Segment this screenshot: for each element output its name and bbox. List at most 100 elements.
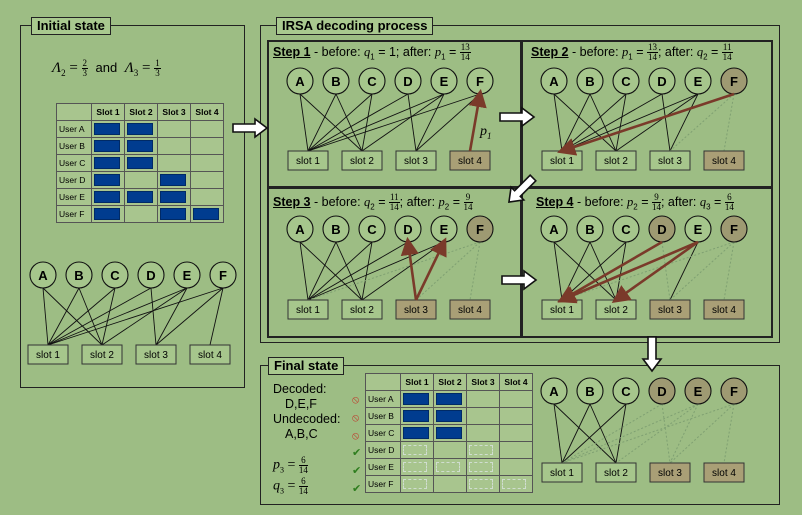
graph-edge — [299, 241, 363, 301]
graph-edge — [469, 241, 481, 301]
user-node-label: C — [621, 222, 631, 237]
graph-edge — [299, 241, 309, 301]
user-node-label: B — [74, 268, 83, 283]
graph-edge — [361, 241, 373, 301]
flow-arrow-right-icon — [232, 117, 269, 139]
graph-edge — [615, 403, 699, 464]
user-node-label: E — [183, 268, 192, 283]
graph-edge — [47, 287, 188, 346]
check-icon: ✔ — [352, 483, 362, 495]
user-node-label: D — [657, 384, 666, 399]
user-node-label: F — [476, 222, 484, 237]
slot-label: slot 4 — [458, 305, 482, 316]
graph-edge — [669, 93, 735, 152]
graph-edge — [307, 93, 445, 152]
user-node — [576, 215, 604, 243]
decoding-arrow — [611, 240, 699, 304]
graph-edge — [361, 241, 445, 301]
decoding-arrow — [557, 240, 699, 304]
user-node — [430, 67, 458, 95]
slot-label: slot 2 — [90, 350, 114, 361]
graph-edge — [101, 287, 188, 346]
graph-edge — [47, 287, 152, 346]
slot-box — [649, 299, 691, 320]
graph-edge — [669, 403, 699, 464]
user-node-label: E — [440, 222, 449, 237]
graph-edge — [723, 241, 735, 301]
final-state-panel — [260, 365, 780, 505]
table-row: User A — [365, 390, 533, 408]
graph-edge — [615, 93, 627, 152]
slot-box — [703, 299, 745, 320]
graph-edge — [47, 287, 224, 346]
user-node — [540, 67, 568, 95]
graph-edge — [299, 93, 363, 152]
graph-edge — [150, 287, 157, 346]
graph-edge — [589, 93, 617, 152]
graph-edge — [47, 287, 80, 346]
slot-label: slot 1 — [36, 350, 60, 361]
user-node-label: F — [730, 384, 738, 399]
final-slot-table: Slot 1 Slot 2 Slot 3 Slot 4 User A User … — [365, 373, 533, 493]
user-node — [466, 215, 494, 243]
table-row: User F — [365, 475, 533, 493]
slot-box — [81, 344, 123, 365]
decoded-label: Decoded: — [273, 382, 327, 396]
graph-edge — [415, 93, 445, 152]
slot-label: slot 3 — [658, 468, 682, 479]
slot-label: slot 1 — [550, 468, 574, 479]
graph-edge — [307, 241, 337, 301]
table-row: User A — [56, 120, 224, 138]
user-node-label: E — [694, 74, 703, 89]
decoding-panel — [260, 25, 780, 343]
graph-edge — [361, 93, 445, 152]
slot-label: slot 2 — [350, 305, 374, 316]
slot-box — [649, 150, 691, 171]
graph-edge — [307, 93, 409, 152]
slot-label: slot 2 — [604, 468, 628, 479]
user-node — [576, 67, 604, 95]
graph-edge — [669, 93, 699, 152]
user-node — [648, 377, 676, 405]
graph-edge — [155, 287, 224, 346]
check-icon: ✔ — [352, 447, 362, 459]
graph-edge — [47, 287, 116, 346]
graph-edge — [335, 93, 363, 152]
graph-edge — [209, 287, 224, 346]
table-row: User C — [56, 154, 224, 172]
user-node-label: B — [585, 222, 594, 237]
graph-edge — [307, 241, 409, 301]
user-node — [65, 261, 93, 289]
user-node — [286, 215, 314, 243]
user-node — [576, 377, 604, 405]
p1-annotation: p1 — [480, 124, 492, 141]
user-node-label: D — [403, 222, 412, 237]
slot-box — [595, 150, 637, 171]
slot-box — [27, 344, 69, 365]
slot-label: slot 2 — [604, 156, 628, 167]
undecoded-label: Undecoded: — [273, 412, 341, 426]
slot-label: slot 3 — [658, 156, 682, 167]
user-node — [173, 261, 201, 289]
initial-state-panel — [20, 25, 245, 388]
user-node — [648, 67, 676, 95]
user-node — [29, 261, 57, 289]
graph-edge — [615, 93, 699, 152]
graph-edge — [561, 403, 735, 464]
user-node-label: B — [331, 222, 340, 237]
user-node-label: A — [549, 74, 559, 89]
flow-arrow-right-icon — [501, 269, 538, 291]
graph-edge — [561, 403, 627, 464]
slot-box — [703, 462, 745, 483]
user-node — [358, 67, 386, 95]
blocked-icon: ⦸ — [352, 412, 360, 424]
table-row: User D — [365, 441, 533, 459]
graph-edge — [553, 93, 617, 152]
